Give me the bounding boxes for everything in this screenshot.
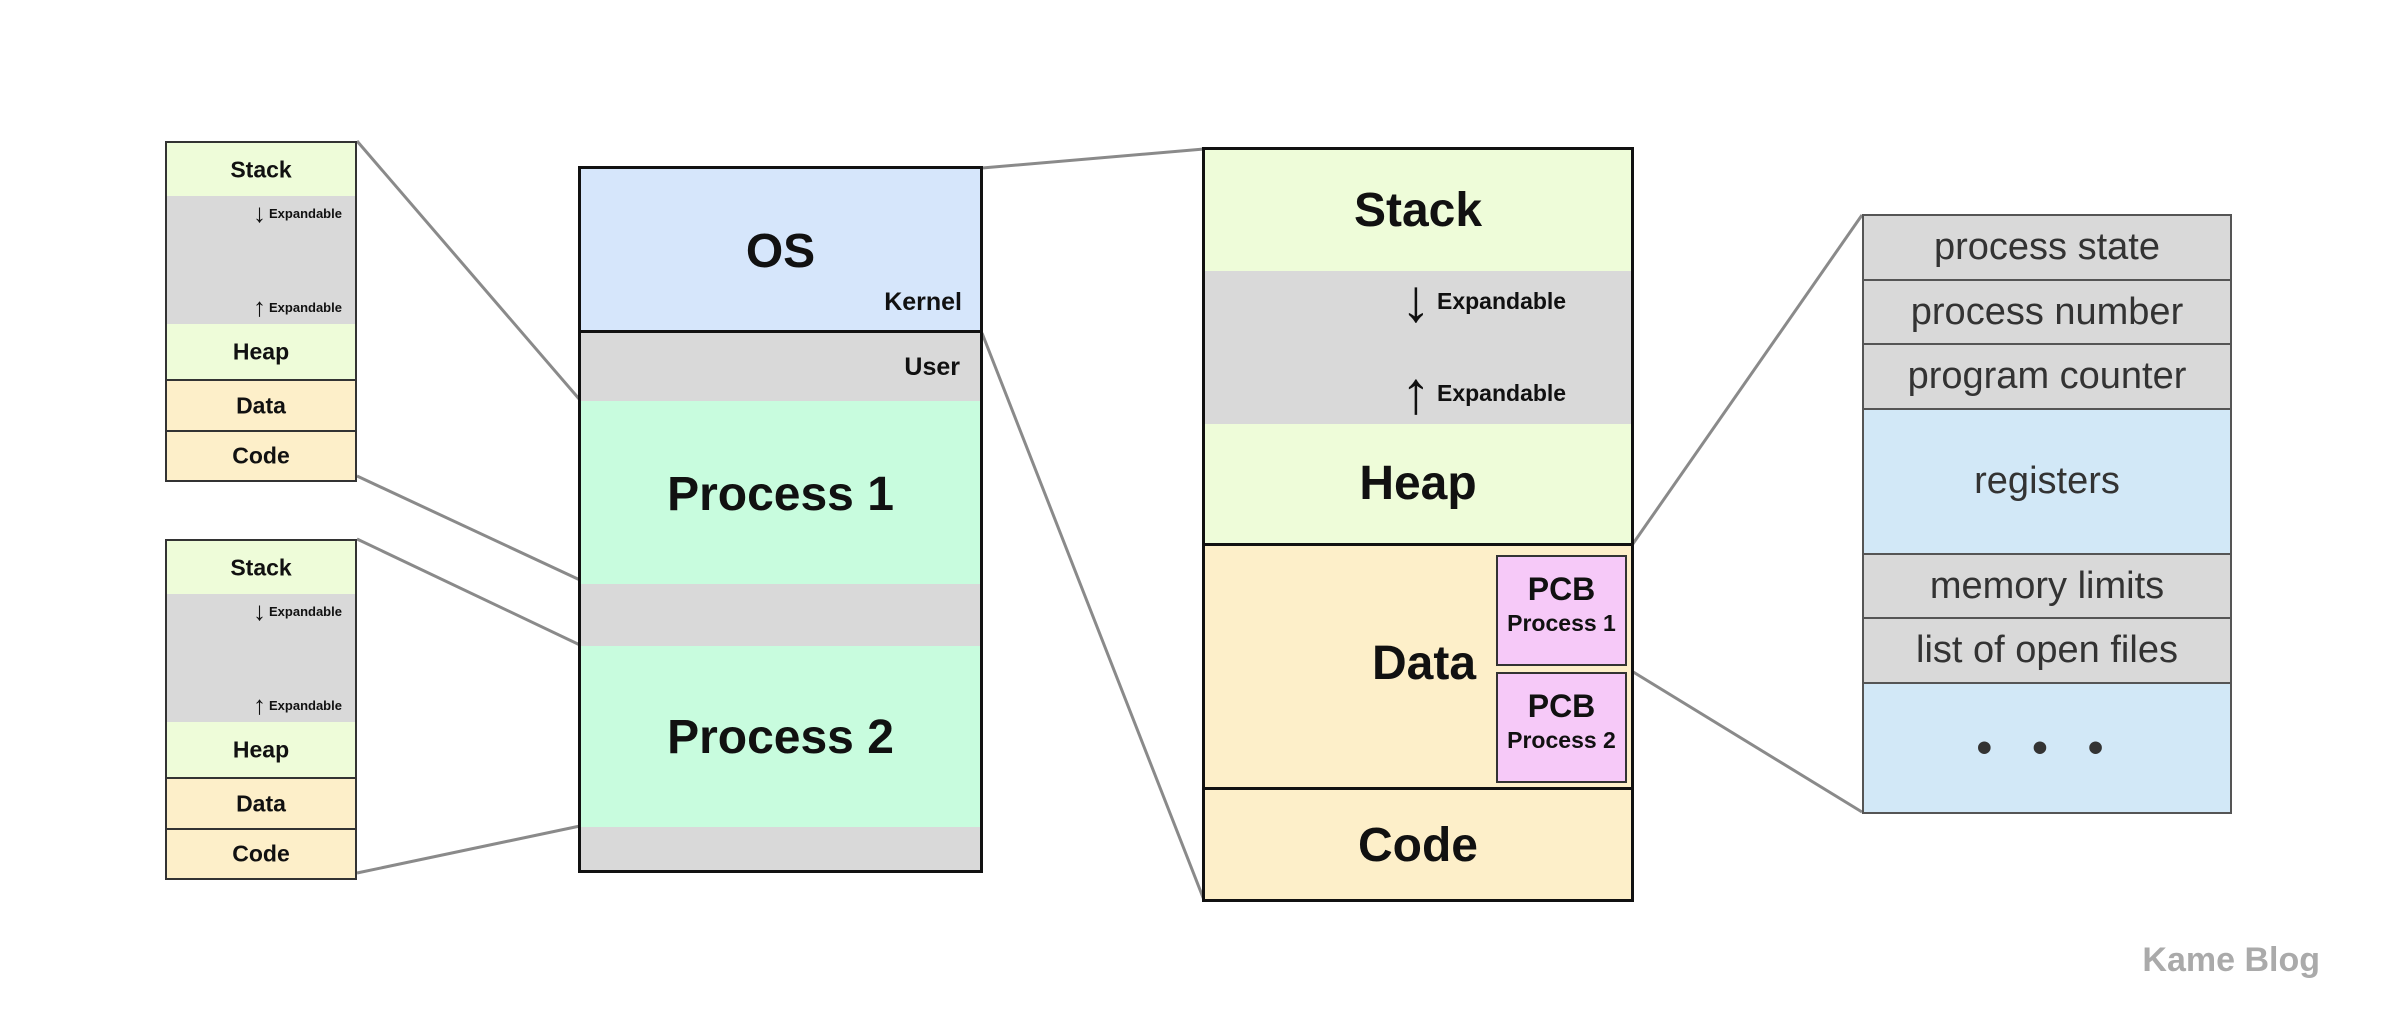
expand-down-label: Expandable [269,604,342,619]
code-segment: Code [1205,790,1631,899]
pcb-process-2: PCB Process 2 [1496,672,1627,783]
process-1-label: Process 1 [667,468,894,521]
pcb-field-program-counter: program counter [1864,343,2230,408]
data-label: Data [236,392,286,418]
pcb-field-registers: registers [1864,408,2230,553]
expand-up-label: Expandable [269,300,342,315]
code-label: Code [232,442,290,469]
stack-segment: Stack [167,541,355,594]
data-label: Data [236,790,286,816]
expand-up-indicator: ↑ Expandable [1401,363,1566,423]
code-label: Code [1358,819,1478,872]
process-map-2: Stack ↓ Expandable ↑ Expandable Heap Dat… [165,539,357,880]
process-1-region: Process 1 [581,401,980,584]
connector-pcb-to-list-top [1628,214,1864,549]
expand-down-label: Expandable [269,206,342,221]
expand-up-label: Expandable [1437,379,1567,406]
expand-down-label: Expandable [1437,287,1567,314]
heap-segment: Heap [167,722,355,777]
pcb-1-subtitle: Process 1 [1507,610,1616,636]
code-segment: Code [167,430,355,480]
kernel-label: Kernel [884,288,962,316]
stack-segment: Stack [1205,150,1631,271]
pcb-2-subtitle: Process 2 [1507,727,1616,753]
pcb-field-list: process state process number program cou… [1862,214,2232,814]
heap-segment: Heap [167,324,355,379]
process-map-1: Stack ↓ Expandable ↑ Expandable Heap Dat… [165,141,357,482]
os-region: OS Kernel [581,169,980,333]
heap-segment: Heap [1205,424,1631,546]
stack-segment: Stack [167,143,355,196]
expand-up-indicator: ↑ Expandable [253,292,342,323]
arrow-down-icon: ↓ [1401,267,1431,334]
connector-map2-top [356,537,581,647]
pcb-2-title: PCB [1527,688,1596,724]
expand-up-label: Expandable [269,698,342,713]
stack-label: Stack [230,156,292,182]
free-space-segment: ↓ Expandable ↑ Expandable [167,594,355,722]
arrow-up-icon: ↑ [253,292,266,322]
stack-label: Stack [1353,184,1483,237]
expand-down-indicator: ↓ Expandable [253,198,342,229]
connector-map1-bottom [356,474,581,582]
connector-os-to-detail-top [981,147,1205,170]
process-2-region: Process 2 [581,646,980,827]
process-detail: Stack ↓ Expandable ↑ Expandable Heap Dat… [1202,147,1634,902]
free-space-segment: ↓ Expandable ↑ Expandable [1205,271,1631,424]
connector-map1-top [355,140,582,401]
expand-down-indicator: ↓ Expandable [253,596,342,627]
free-space-segment: ↓ Expandable ↑ Expandable [167,196,355,324]
os-label: OS [745,225,816,278]
pcb-1-title: PCB [1527,571,1596,607]
pcb-process-1: PCB Process 1 [1496,555,1627,666]
heap-label: Heap [1359,457,1477,510]
pcb-field-memory-limits: memory limits [1864,553,2230,617]
data-segment: Data [167,379,355,430]
connector-map2-bottom [356,824,581,875]
heap-label: Heap [232,338,290,364]
arrow-down-icon: ↓ [253,198,266,228]
arrow-up-icon: ↑ [1401,359,1431,426]
process-2-label: Process 2 [667,711,894,764]
pcb-field-open-files: list of open files [1864,617,2230,682]
code-segment: Code [167,828,355,878]
data-segment: Data [167,777,355,828]
data-label: Data [1372,637,1477,690]
code-label: Code [232,840,290,867]
user-label: User [904,353,960,381]
pcb-field-process-state: process state [1934,226,2160,268]
watermark: Kame Blog [2142,941,2320,979]
data-segment: Data PCB Process 1 PCB Process 2 [1205,546,1631,790]
connector-user-to-detail-bottom [980,332,1206,901]
main-memory: OS Kernel User Process 1 Process 2 [578,166,983,873]
stack-label: Stack [230,554,292,580]
arrow-down-icon: ↓ [253,596,266,626]
connector-pcb-to-list-bottom [1629,668,1863,814]
heap-label: Heap [232,736,290,762]
expand-up-indicator: ↑ Expandable [253,690,342,721]
expand-down-indicator: ↓ Expandable [1401,271,1566,331]
arrow-up-icon: ↑ [253,690,266,720]
pcb-field-ellipsis: • • • [1864,682,2230,812]
pcb-field-process-number: process number [1864,279,2230,343]
